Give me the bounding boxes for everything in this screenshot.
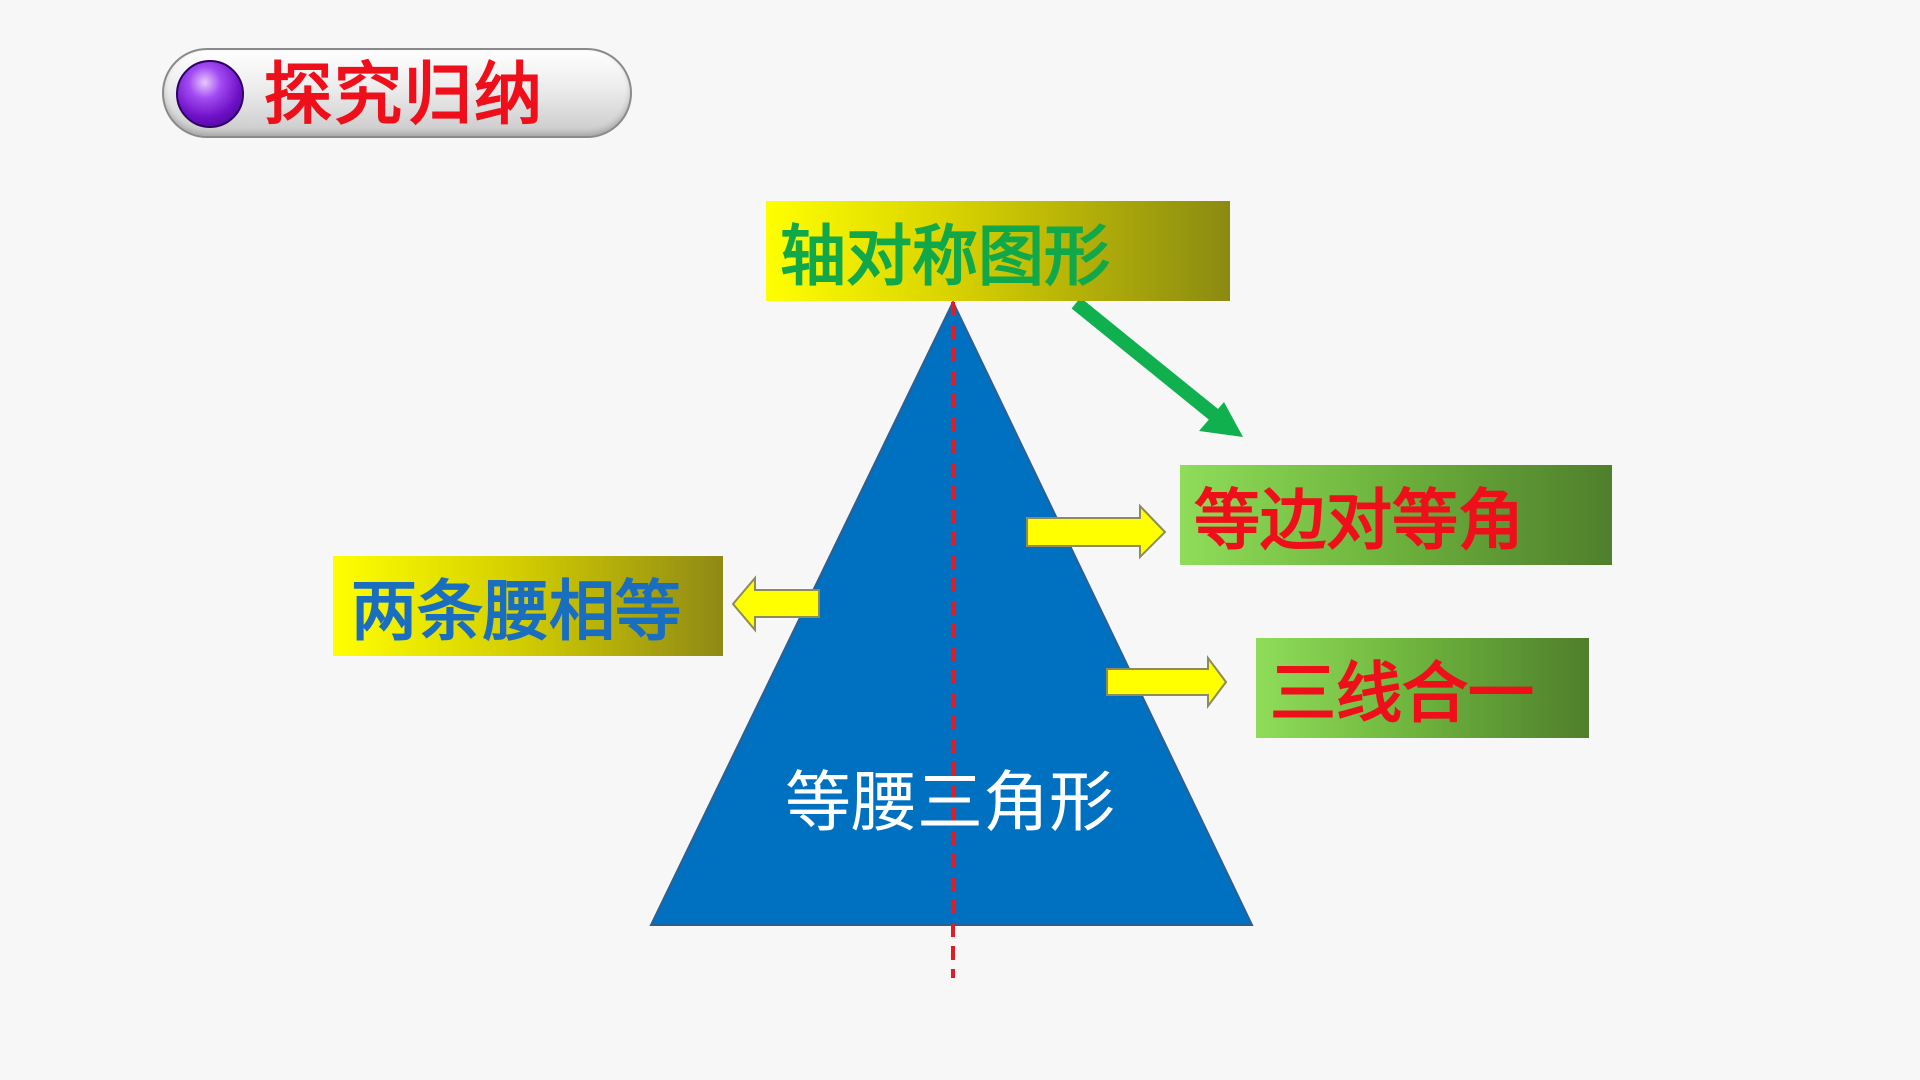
triangle-name-label: 等腰三角形	[785, 764, 1115, 841]
axial-symmetry-label: 轴对称图形	[766, 201, 1230, 301]
section-heading: 探究归纳	[162, 48, 632, 138]
green-arrow	[1071, 297, 1243, 437]
yellow-arrow-right-1	[1026, 503, 1167, 560]
yellow-arrow-right-2	[1106, 655, 1228, 709]
section-heading-title: 探究归纳	[264, 55, 545, 135]
equal-legs-label: 两条腰相等	[333, 556, 723, 656]
three-lines-coincide-label: 三线合一	[1256, 638, 1589, 738]
purple-ball-icon	[176, 60, 244, 128]
equal-angles-label: 等边对等角	[1180, 465, 1612, 565]
yellow-arrow-left	[731, 575, 820, 633]
